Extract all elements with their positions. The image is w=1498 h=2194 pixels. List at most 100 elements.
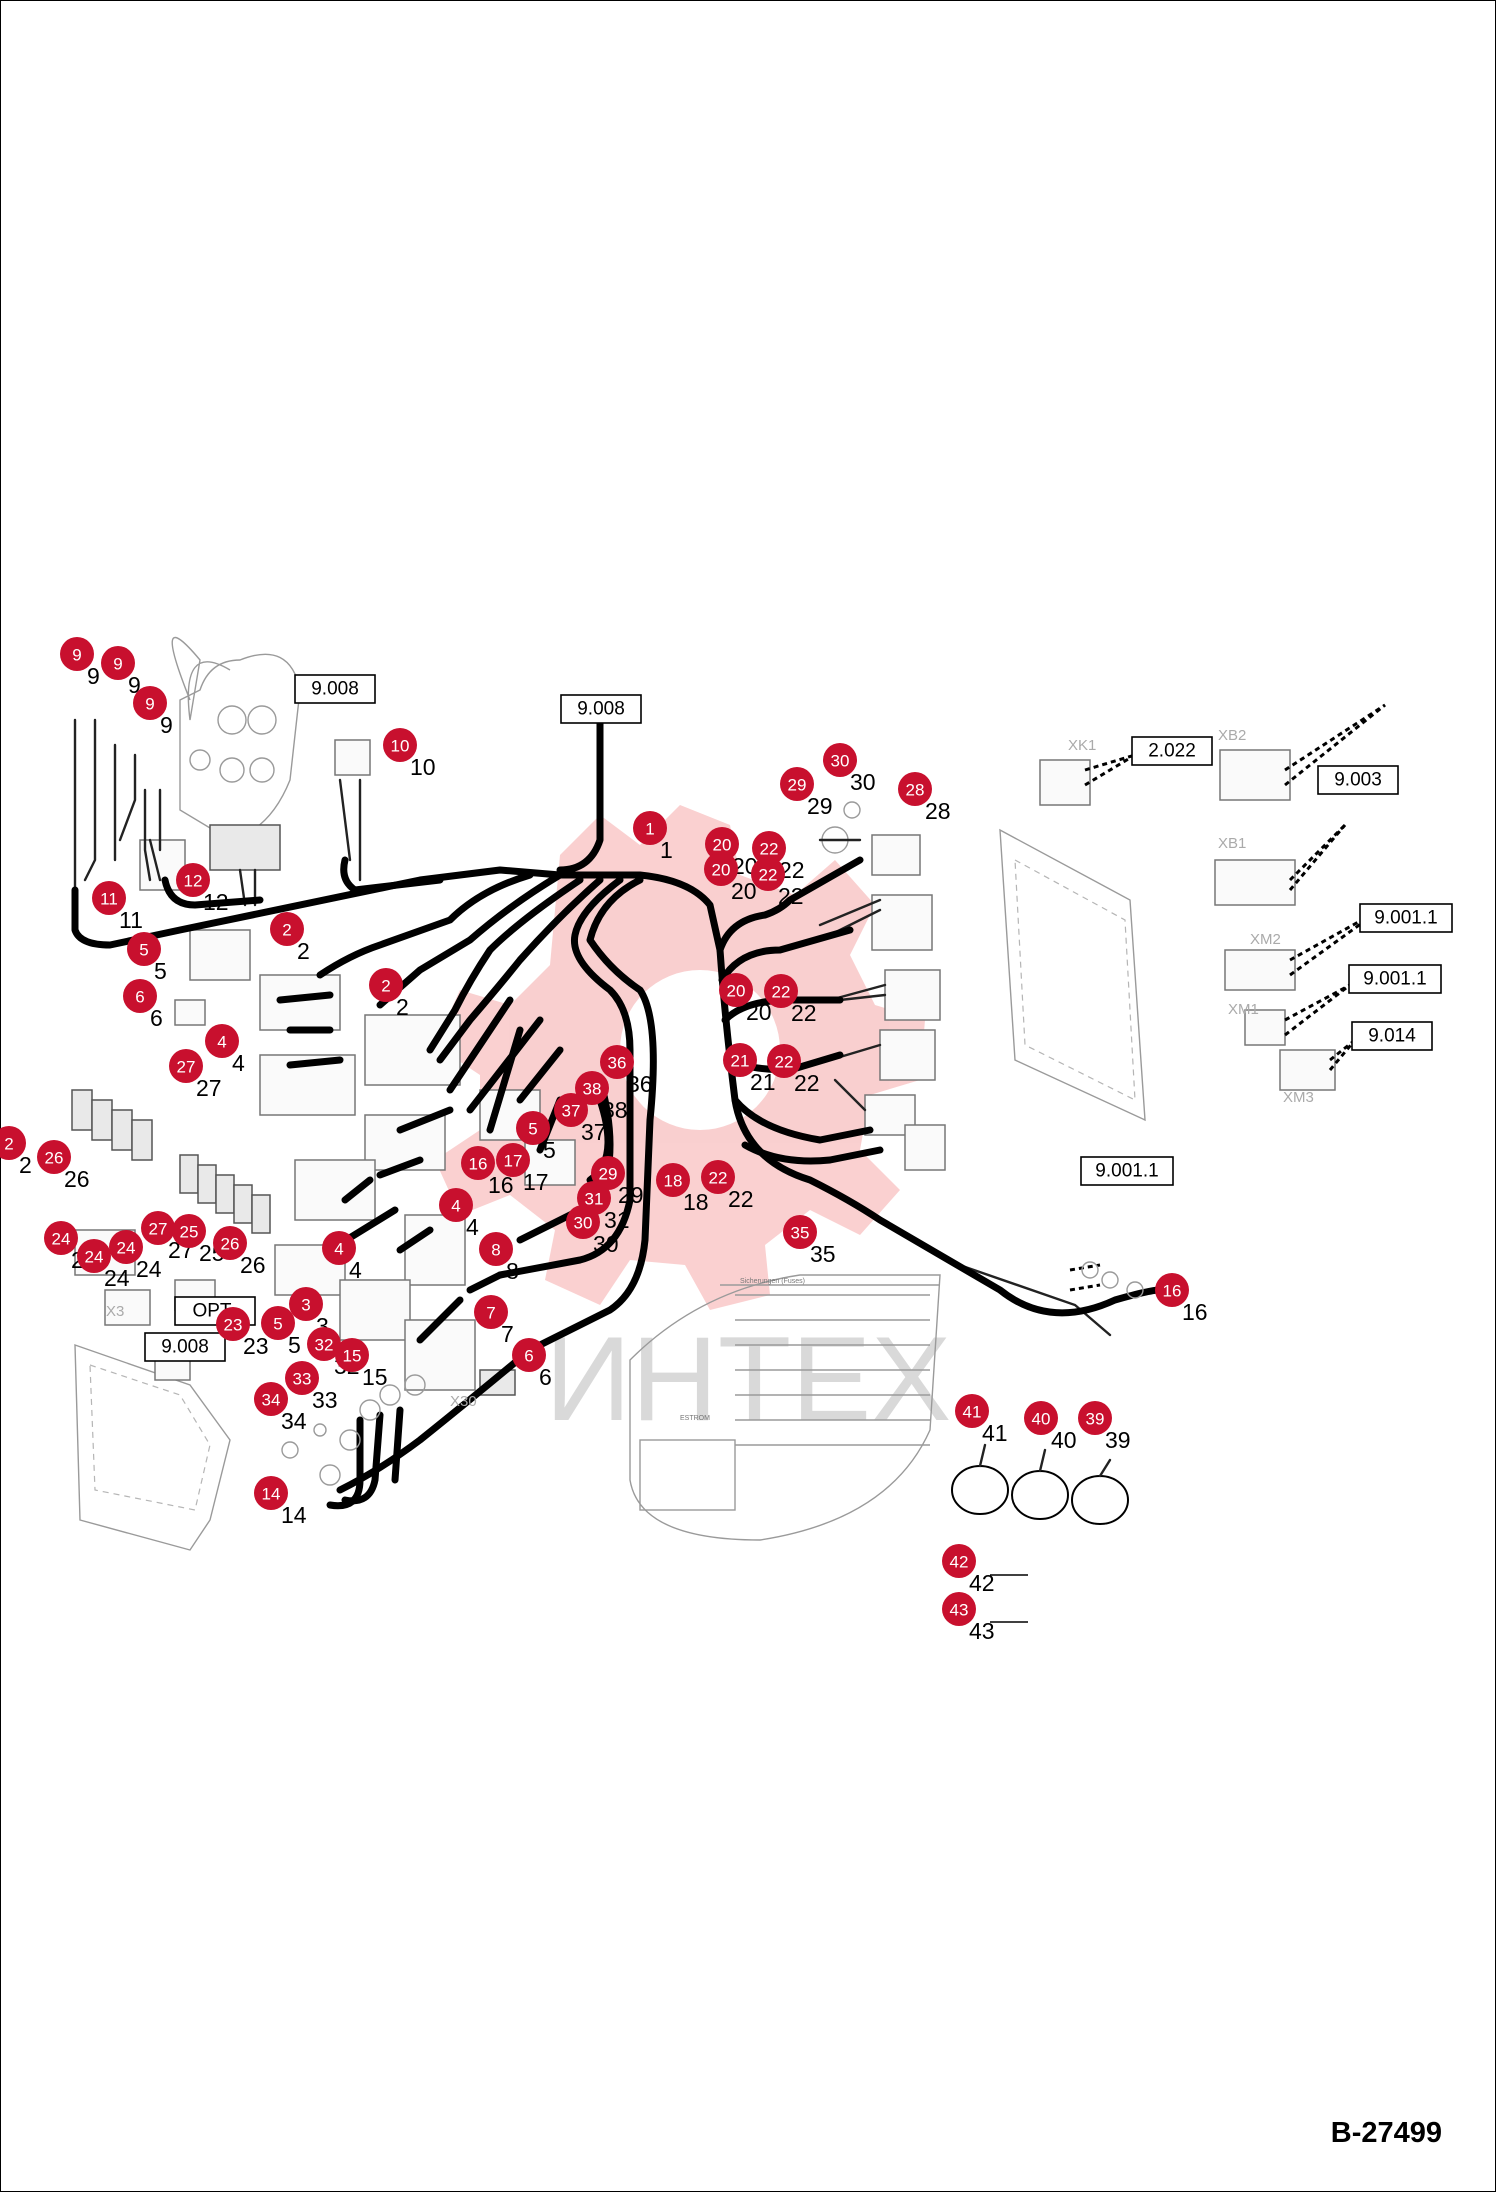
reference-box-right[interactable]: 9.001.1 bbox=[1080, 1156, 1174, 1186]
callout-marker-29[interactable]: 29 bbox=[591, 1156, 625, 1190]
callout-marker-17[interactable]: 17 bbox=[496, 1143, 530, 1177]
callout-marker-33[interactable]: 33 bbox=[285, 1361, 319, 1395]
callout-marker-26[interactable]: 26 bbox=[37, 1140, 71, 1174]
callout-marker-22[interactable]: 22 bbox=[751, 857, 785, 891]
callout-marker-1[interactable]: 1 bbox=[633, 811, 667, 845]
callout-marker-39[interactable]: 39 bbox=[1078, 1401, 1112, 1435]
svg-text:9: 9 bbox=[113, 655, 122, 674]
callout-marker-24[interactable]: 24 bbox=[44, 1221, 78, 1255]
callout-marker-21[interactable]: 21 bbox=[723, 1043, 757, 1077]
svg-text:16: 16 bbox=[469, 1155, 488, 1174]
callout-marker-40[interactable]: 40 bbox=[1024, 1401, 1058, 1435]
item-number-label: 30 bbox=[593, 1231, 619, 1257]
reference-box-xb2[interactable]: 9.003 bbox=[1317, 765, 1399, 795]
callout-marker-15[interactable]: 15 bbox=[335, 1338, 369, 1372]
svg-text:11: 11 bbox=[100, 890, 118, 909]
callout-marker-29[interactable]: 29 bbox=[780, 767, 814, 801]
callout-marker-6[interactable]: 6 bbox=[123, 979, 157, 1013]
callout-marker-26[interactable]: 26 bbox=[213, 1226, 247, 1260]
right-connectors bbox=[818, 749, 1336, 1171]
callout-marker-2[interactable]: 2 bbox=[369, 968, 403, 1002]
callout-marker-20[interactable]: 20 bbox=[704, 852, 738, 886]
callout-marker-27[interactable]: 27 bbox=[141, 1211, 175, 1245]
callout-marker-5[interactable]: 5 bbox=[261, 1306, 295, 1340]
callout-marker-30[interactable]: 30 bbox=[823, 743, 857, 777]
callout-marker-20[interactable]: 20 bbox=[719, 973, 753, 1007]
callout-marker-8[interactable]: 8 bbox=[479, 1232, 513, 1266]
callout-marker-38[interactable]: 38 bbox=[575, 1071, 609, 1105]
callout-marker-5[interactable]: 5 bbox=[127, 932, 161, 966]
callout-marker-37[interactable]: 37 bbox=[554, 1093, 588, 1127]
callout-marker-22[interactable]: 22 bbox=[767, 1044, 801, 1078]
callout-marker-4[interactable]: 4 bbox=[439, 1188, 473, 1222]
svg-text:42: 42 bbox=[950, 1553, 969, 1572]
reference-box-xm2[interactable]: 9.001.1 bbox=[1359, 903, 1453, 933]
item-number-label: 9 bbox=[160, 712, 173, 738]
callout-marker-35[interactable]: 35 bbox=[783, 1215, 817, 1249]
callout-marker-30[interactable]: 30 bbox=[566, 1205, 600, 1239]
callout-marker-14[interactable]: 14 bbox=[254, 1476, 288, 1510]
svg-text:Sicherungen (Fuses): Sicherungen (Fuses) bbox=[740, 1278, 805, 1285]
callout-marker-24[interactable]: 24 bbox=[77, 1239, 111, 1273]
svg-text:7: 7 bbox=[486, 1304, 495, 1323]
callout-marker-9[interactable]: 9 bbox=[101, 646, 135, 680]
svg-text:31: 31 bbox=[585, 1190, 604, 1209]
item-number-label: 39 bbox=[1105, 1427, 1131, 1453]
callout-marker-6[interactable]: 6 bbox=[512, 1338, 546, 1372]
callout-marker-42[interactable]: 42 bbox=[942, 1544, 976, 1578]
callout-marker-25[interactable]: 25 bbox=[172, 1214, 206, 1248]
callout-marker-18[interactable]: 18 bbox=[656, 1163, 690, 1197]
reference-box-xm1[interactable]: 9.001.1 bbox=[1348, 964, 1442, 994]
item-number-label: 2 bbox=[19, 1152, 32, 1178]
svg-text:2: 2 bbox=[381, 977, 390, 996]
callout-marker-22[interactable]: 22 bbox=[764, 974, 798, 1008]
item-number-label: 41 bbox=[982, 1420, 1008, 1446]
callout-marker-20[interactable]: 20 bbox=[705, 827, 739, 861]
callout-marker-2[interactable]: 2 bbox=[270, 912, 304, 946]
callout-marker-36[interactable]: 36 bbox=[600, 1045, 634, 1079]
callout-marker-41[interactable]: 41 bbox=[955, 1394, 989, 1428]
callout-marker-3[interactable]: 3 bbox=[289, 1287, 323, 1321]
callout-marker-16[interactable]: 16 bbox=[1155, 1273, 1189, 1307]
svg-text:9.008: 9.008 bbox=[577, 699, 625, 720]
item-number-label: 4 bbox=[232, 1050, 245, 1076]
svg-text:8: 8 bbox=[491, 1241, 500, 1260]
callout-marker-4[interactable]: 4 bbox=[322, 1231, 356, 1265]
reference-box-top-center[interactable]: 9.008 bbox=[560, 694, 642, 724]
callout-marker-34[interactable]: 34 bbox=[254, 1382, 288, 1416]
callout-marker-12[interactable]: 12 bbox=[176, 863, 210, 897]
callout-marker-9[interactable]: 9 bbox=[60, 637, 94, 671]
callout-marker-5[interactable]: 5 bbox=[516, 1111, 550, 1145]
svg-text:24: 24 bbox=[85, 1248, 104, 1267]
callout-marker-22[interactable]: 22 bbox=[752, 831, 786, 865]
callout-marker-32[interactable]: 32 bbox=[307, 1327, 341, 1361]
item-number-label: 22 bbox=[791, 1000, 817, 1026]
reference-box-xk1[interactable]: 2.022 bbox=[1131, 736, 1213, 766]
item-number-label: 24 bbox=[136, 1256, 162, 1282]
svg-text:26: 26 bbox=[221, 1235, 240, 1254]
callout-marker-10[interactable]: 10 bbox=[383, 728, 417, 762]
callout-marker-4[interactable]: 4 bbox=[205, 1024, 239, 1058]
callout-marker-2[interactable]: 2 bbox=[0, 1126, 26, 1160]
ring-terminals bbox=[281, 1261, 1144, 1486]
svg-text:33: 33 bbox=[293, 1370, 312, 1389]
svg-text:27: 27 bbox=[149, 1220, 168, 1239]
callout-marker-11[interactable]: 11 bbox=[92, 881, 126, 915]
callout-marker-27[interactable]: 27 bbox=[169, 1049, 203, 1083]
callout-marker-43[interactable]: 43 bbox=[942, 1592, 976, 1626]
item-number-label: 42 bbox=[969, 1570, 995, 1596]
reference-box-top-left[interactable]: 9.008 bbox=[294, 674, 376, 704]
callout-marker-7[interactable]: 7 bbox=[474, 1295, 508, 1329]
item-number-label: 29 bbox=[618, 1182, 644, 1208]
callout-marker-16[interactable]: 16 bbox=[461, 1146, 495, 1180]
callout-marker-28[interactable]: 28 bbox=[898, 772, 932, 806]
svg-text:36: 36 bbox=[608, 1054, 627, 1073]
callout-marker-9[interactable]: 9 bbox=[133, 686, 167, 720]
reference-box-xm3[interactable]: 9.014 bbox=[1351, 1021, 1433, 1051]
callout-marker-22[interactable]: 22 bbox=[701, 1160, 735, 1194]
callout-marker-24[interactable]: 24 bbox=[109, 1230, 143, 1264]
reference-box-bottom-left[interactable]: 9.008 bbox=[144, 1332, 226, 1362]
item-number-label: 2 bbox=[297, 938, 310, 964]
callout-marker-23[interactable]: 23 bbox=[216, 1307, 250, 1341]
